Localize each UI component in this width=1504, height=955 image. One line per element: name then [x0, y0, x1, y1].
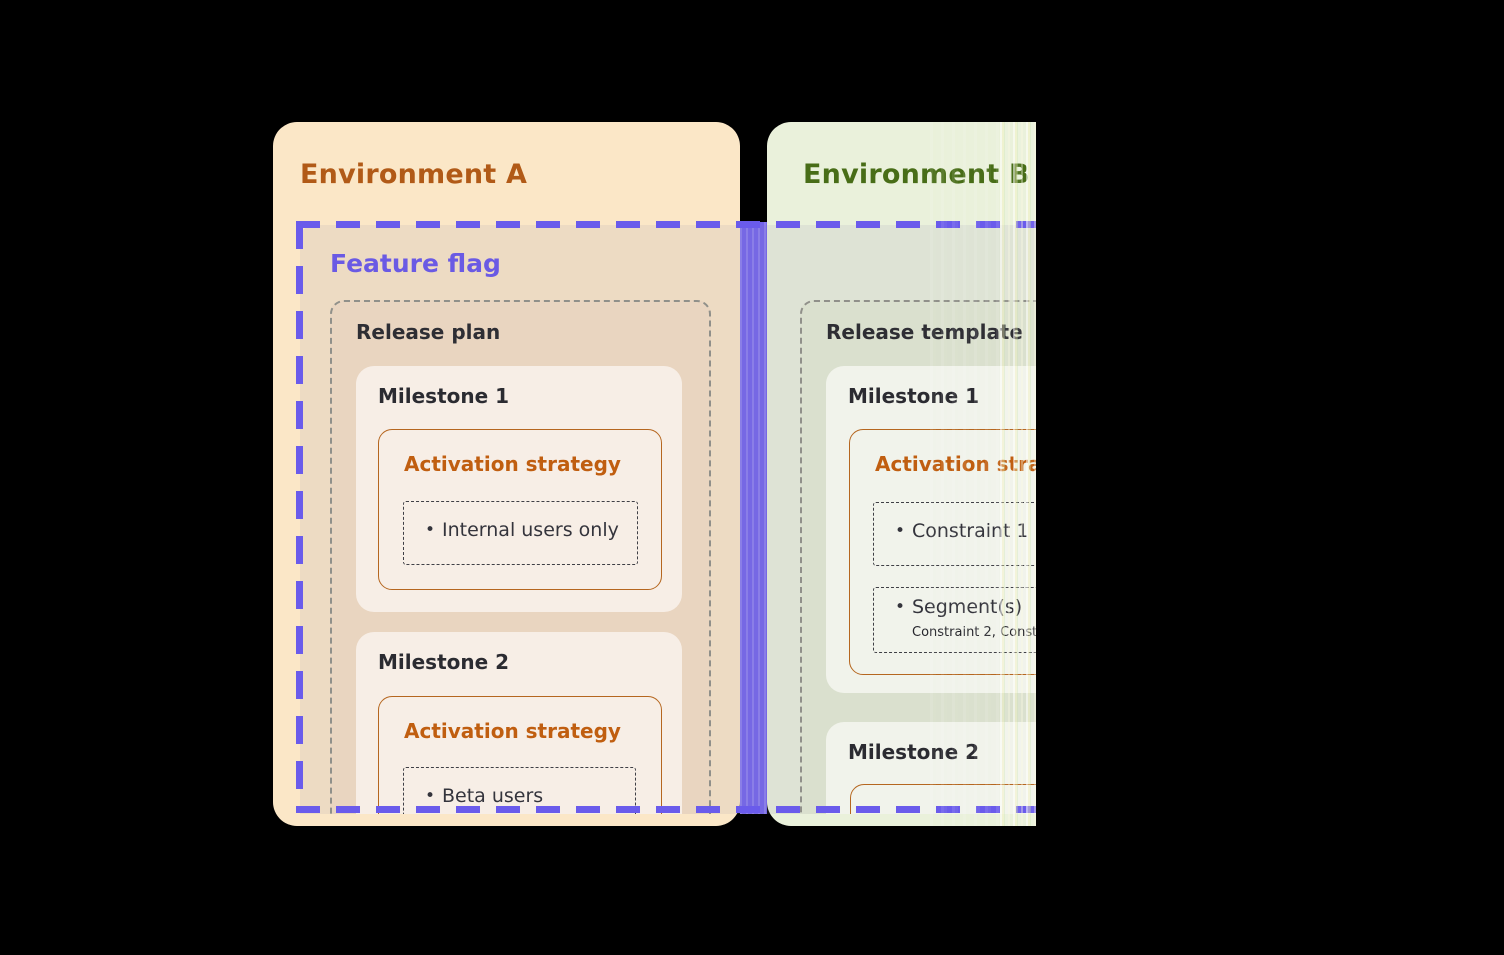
feature-flag-bridge-bar: [740, 222, 767, 814]
milestone-label: Milestone 2: [848, 740, 980, 764]
milestone-label: Milestone 1: [378, 384, 510, 408]
strategy-item-text: Internal users only: [442, 519, 619, 541]
strategy-item-text: Constraint 1: [912, 520, 1029, 542]
edge-noise-streaks: [1000, 122, 1036, 826]
bullet-icon: •: [894, 521, 906, 541]
strategy-item: • Internal users only: [404, 519, 637, 541]
strategy-item-box: • Beta users: [403, 767, 636, 814]
feature-flag-dashed-border-left: [296, 221, 303, 813]
activation-strategy-box: Activation strategy • Beta users: [378, 696, 662, 814]
activation-strategy-box: [850, 784, 1036, 814]
release-plan-label: Release plan: [356, 320, 501, 344]
environment-a-title: Environment A: [300, 159, 528, 190]
strategy-item-box: • Internal users only: [403, 501, 638, 565]
activation-strategy-label: Activation strategy: [404, 452, 621, 476]
feature-flag-region: Feature flag Release plan Milestone 1 Ac…: [300, 225, 1036, 814]
feature-flag-dashed-border-top: [296, 221, 1036, 228]
feature-flag-label: Feature flag: [330, 249, 501, 278]
bullet-icon: •: [894, 597, 906, 617]
edge-noise-soft: [930, 122, 1000, 826]
strategy-item: • Constraint 1: [874, 520, 1036, 542]
strategy-item-text: Segment(s): [912, 596, 1022, 618]
activation-strategy-label: Activation strategy: [404, 719, 621, 743]
bullet-icon: •: [424, 786, 436, 806]
strategy-item-box: • Constraint 1: [873, 502, 1036, 566]
release-template-label: Release template: [826, 320, 1024, 344]
milestone-card: Milestone 2 Activation strategy • Beta u…: [356, 632, 682, 814]
strategy-item: • Beta users: [404, 785, 635, 807]
milestone-label: Milestone 2: [378, 650, 510, 674]
milestone-label: Milestone 1: [848, 384, 980, 408]
feature-flag-dashed-border-bottom: [296, 806, 1036, 813]
activation-strategy-box: Activation strategy • Internal users onl…: [378, 429, 662, 590]
bullet-icon: •: [424, 520, 436, 540]
clip-viewport: Environment A Environment B Feature flag…: [273, 122, 1036, 826]
environment-b-title: Environment B: [803, 159, 1030, 190]
strategy-item: • Segment(s): [874, 596, 1036, 618]
milestone-card: Milestone 1 Activation strategy • Intern…: [356, 366, 682, 612]
release-plan-box: Release plan Milestone 1 Activation stra…: [330, 300, 711, 814]
activation-strategy-box: Activation strategy • Constraint 1 • Seg…: [849, 429, 1036, 675]
strategy-item-text: Beta users: [442, 785, 544, 807]
